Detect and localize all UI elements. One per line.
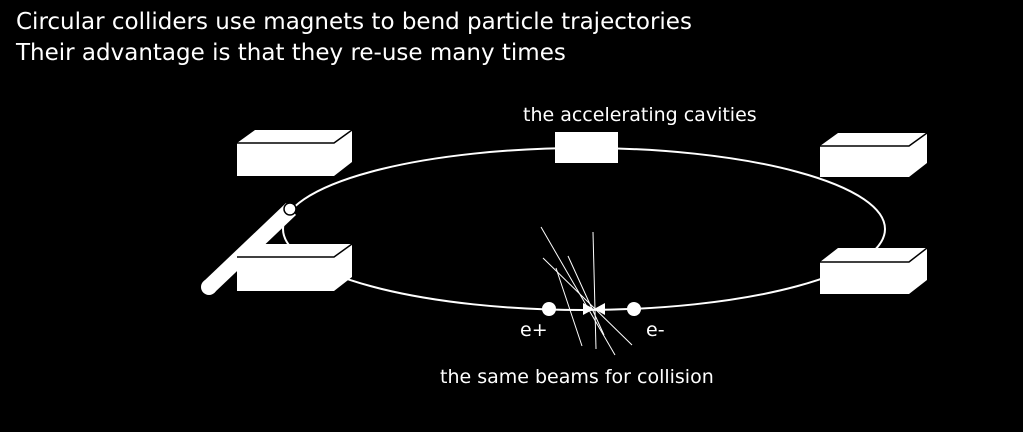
accelerating-cavity (555, 132, 618, 163)
positron-bunch (542, 302, 556, 316)
electron-bunch (627, 302, 641, 316)
positron-label: e+ (520, 319, 548, 341)
cavities-label: the accelerating cavities (523, 104, 757, 126)
collision-spray (540, 226, 633, 356)
electron-label: e- (646, 319, 665, 341)
collision-label: the same beams for collision (440, 366, 714, 388)
headline-line-2: Their advantage is that they re-use many… (16, 40, 566, 66)
injection-line-end (201, 279, 217, 295)
bending-magnet-top-right (820, 132, 928, 177)
bending-magnet-bottom-right (820, 247, 928, 294)
bending-magnet-top-left (237, 129, 353, 176)
electron-arrow (594, 303, 605, 315)
collider-ring (282, 147, 886, 311)
headline-line-1: Circular colliders use magnets to bend p… (16, 9, 692, 35)
injection-point (283, 202, 297, 216)
bending-magnet-bottom-left (237, 243, 353, 291)
